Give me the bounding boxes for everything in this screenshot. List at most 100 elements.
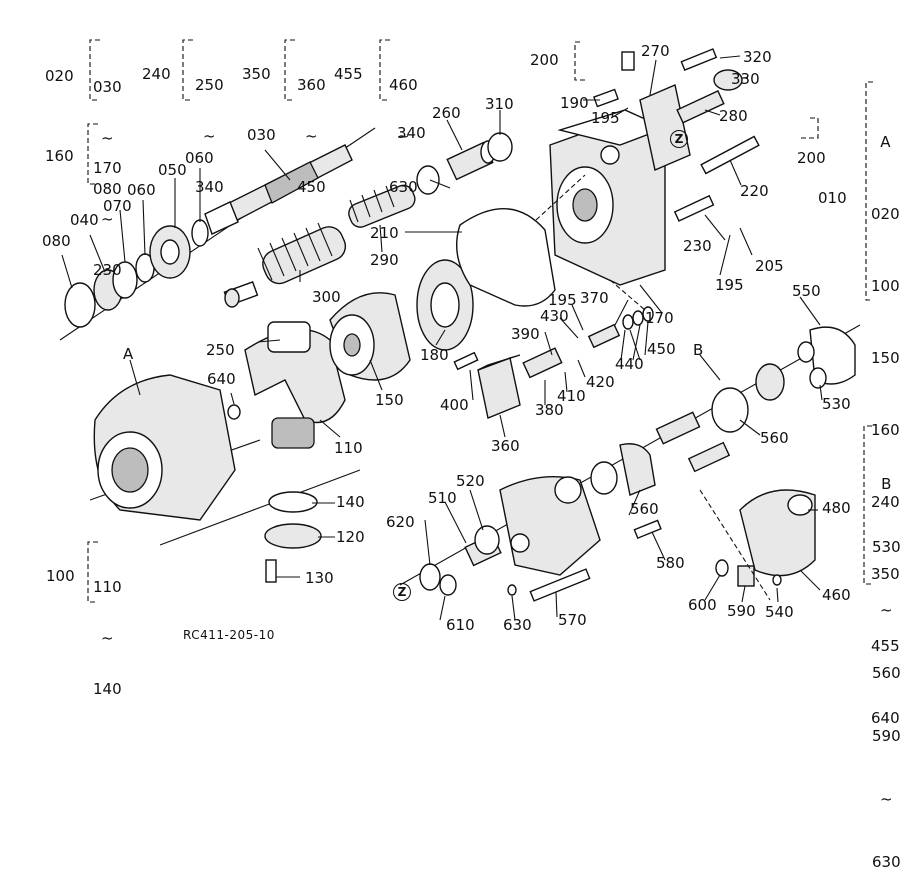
group-label-010: 010 (818, 189, 847, 207)
callout-320: 320 (743, 48, 772, 66)
bolt-190 (593, 88, 619, 108)
o-ring-140 (268, 491, 318, 513)
o-ring-620 (419, 563, 441, 591)
nut-330 (713, 69, 743, 91)
pin-370 (587, 323, 621, 349)
pin-630 (507, 584, 517, 596)
bolt-230 (673, 194, 715, 222)
callout-310: 310 (485, 95, 514, 113)
callout-560-b: 560 (630, 500, 659, 518)
ring-450 (622, 314, 634, 330)
seal-520 (474, 525, 500, 555)
callout-430: 430 (540, 307, 569, 325)
callout-340: 340 (397, 124, 426, 142)
spring-290 (348, 184, 416, 228)
callout-170: 170 (645, 309, 674, 327)
o-ring-530b (809, 367, 827, 389)
drawing-code: RC411-205-10 (183, 628, 275, 642)
callout-640: 640 (207, 370, 236, 388)
group-label-160: 160 (45, 147, 74, 165)
snap-ring-060b (191, 219, 209, 247)
group-label-240: 240 (142, 65, 171, 83)
pump-housing (93, 374, 236, 521)
callout-070: 070 (103, 197, 132, 215)
ring-640 (227, 404, 241, 420)
bolt-320 (680, 48, 718, 71)
callout-380: 380 (535, 401, 564, 419)
callout-420: 420 (586, 373, 615, 391)
callout-330: 330 (731, 70, 760, 88)
callout-400: 400 (440, 396, 469, 414)
bolt-130 (265, 559, 277, 583)
callout-200-b: 200 (797, 149, 826, 167)
callout-480: 480 (822, 499, 851, 517)
callout-195-a: 195 (591, 109, 620, 127)
callout-220: 220 (740, 182, 769, 200)
group-range-B: B 530 ~ 560 590 ~ 630 (872, 475, 901, 871)
callout-540: 540 (765, 603, 794, 621)
group-range-350: 360 ~ 450 (297, 76, 326, 196)
callout-190: 190 (560, 94, 589, 112)
pin-540 (772, 574, 782, 586)
parts-drawing (59, 39, 873, 621)
pin-390 (522, 347, 563, 379)
group-range-160: 170 ~ 230 (93, 159, 122, 279)
callout-370: 370 (580, 289, 609, 307)
zone-marker-bottom: Z (393, 583, 411, 601)
callout-630: 630 (503, 616, 532, 634)
callout-570: 570 (558, 611, 587, 629)
group-label-455: 455 (334, 65, 363, 83)
gasket-210 (455, 207, 556, 307)
aux-pump-460 (739, 489, 816, 577)
callout-200-a: 200 (530, 51, 559, 69)
callout-390: 390 (511, 325, 540, 343)
cylinder-block-150 (329, 292, 411, 381)
callout-580: 580 (656, 554, 685, 572)
gear-pump-housing (499, 476, 601, 576)
cover-plate-270 (639, 84, 691, 171)
end-cover-170 (549, 109, 667, 286)
callout-140: 140 (336, 493, 365, 511)
callout-260: 260 (432, 104, 461, 122)
exploded-parts-diagram: 020 030 ~ 080 240 250 ~ 340 350 360 ~ 45… (42, 39, 901, 871)
callout-195-b: 195 (548, 291, 577, 309)
callout-080: 080 (42, 232, 71, 250)
callout-230: 230 (683, 237, 712, 255)
zone-marker-top: Z (670, 130, 688, 148)
callout-130: 130 (305, 569, 334, 587)
group-range-020: 030 ~ 080 (93, 78, 122, 198)
o-ring-530a (797, 341, 815, 363)
callout-110: 110 (334, 439, 363, 457)
group-label-350: 350 (242, 65, 271, 83)
o-ring-610 (439, 574, 457, 596)
callout-030: 030 (247, 126, 276, 144)
group-label-020: 020 (45, 67, 74, 85)
callout-520: 520 (456, 472, 485, 490)
callout-B: B (693, 341, 704, 359)
callout-360: 360 (491, 437, 520, 455)
bolt-400 (453, 351, 479, 371)
callout-460: 460 (822, 586, 851, 604)
shaft-030 (204, 144, 353, 235)
callout-270: 270 (641, 42, 670, 60)
callout-120: 120 (336, 528, 365, 546)
callout-205: 205 (755, 257, 784, 275)
leader-lines (61, 55, 823, 621)
plug-280 (676, 90, 725, 124)
callout-560-a: 560 (760, 429, 789, 447)
callout-060-a: 060 (127, 181, 156, 199)
callout-210: 210 (370, 224, 399, 242)
servo-360 (477, 354, 521, 419)
callout-290: 290 (370, 251, 399, 269)
callout-040: 040 (70, 211, 99, 229)
callout-410: 410 (557, 387, 586, 405)
callout-590: 590 (727, 602, 756, 620)
group-range-100: 110 ~ 140 (93, 578, 122, 698)
callout-610: 610 (446, 616, 475, 634)
snap-ring-080 (64, 282, 96, 328)
callout-620: 620 (386, 513, 415, 531)
plate-560b (619, 443, 656, 496)
part-260 (446, 140, 496, 181)
callout-280: 280 (719, 107, 748, 125)
callout-550: 550 (792, 282, 821, 300)
